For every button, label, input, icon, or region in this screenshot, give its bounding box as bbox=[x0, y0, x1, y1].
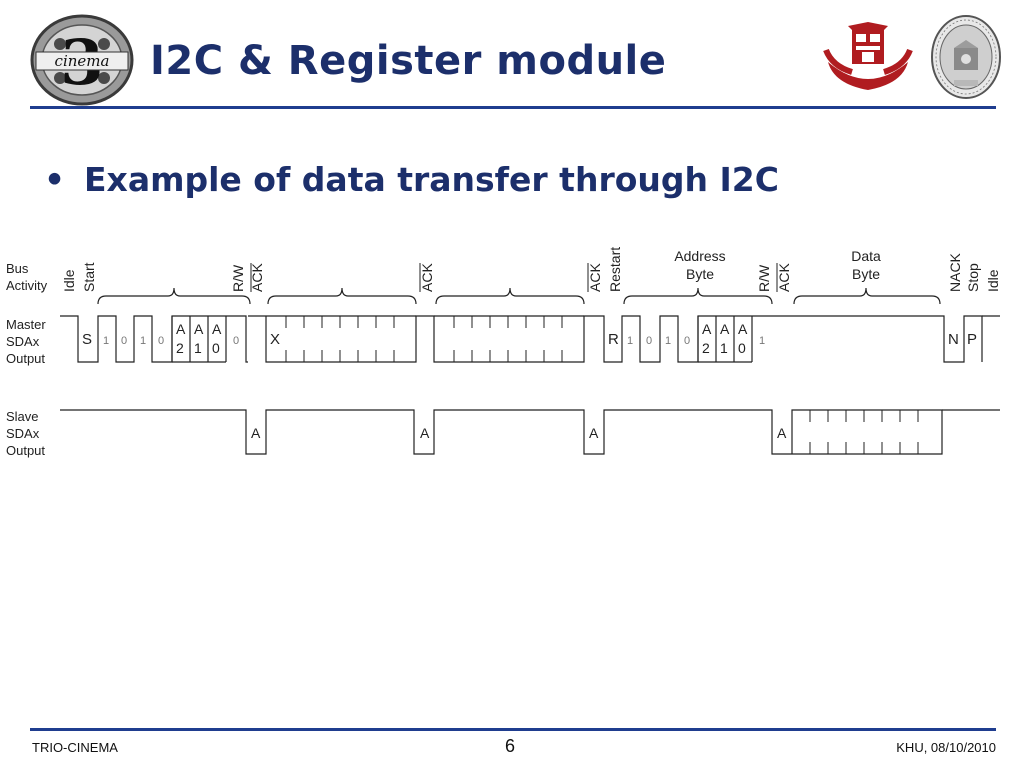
master-addr1-bit-3: 1 bbox=[140, 335, 146, 347]
master-x-bit: X bbox=[270, 331, 280, 348]
bus-ack-label-3: ACK bbox=[587, 263, 603, 292]
bullet-marker: • bbox=[44, 160, 66, 199]
bus-rw-label-2: R/W bbox=[756, 264, 772, 292]
bus-ack-label-4: ACK bbox=[776, 263, 792, 292]
master-restart-bit: R bbox=[608, 331, 619, 348]
slave-ack-4: A bbox=[777, 425, 787, 441]
row-label-master-1: Master bbox=[6, 317, 46, 332]
footer-left: TRIO-CINEMA bbox=[32, 740, 118, 755]
data-byte-label-1: Data bbox=[851, 248, 881, 264]
footer-right: KHU, 08/10/2010 bbox=[896, 740, 996, 755]
i2c-timing-diagram: Bus Activity Master SDAx Output Slave SD… bbox=[6, 247, 1001, 458]
master-addr1-a1-top: A bbox=[194, 321, 204, 337]
row-label-slave-1: Slave bbox=[6, 409, 39, 424]
master-stop-bit: P bbox=[967, 331, 977, 348]
page-title: I2C & Register module bbox=[150, 38, 667, 84]
master-addr1-bit-2: 0 bbox=[121, 335, 127, 347]
row-label-bus-2: Activity bbox=[6, 278, 48, 293]
master-addr1-bit-4: 0 bbox=[158, 335, 164, 347]
master-addr2-a1-top: A bbox=[720, 321, 730, 337]
master-addr2-rw: 1 bbox=[759, 335, 765, 347]
bus-idle-label-end: Idle bbox=[985, 269, 1001, 292]
bus-rw-label-1: R/W bbox=[230, 264, 246, 292]
bus-stop-label: Stop bbox=[965, 263, 981, 292]
master-addr1-a0-top: A bbox=[212, 321, 222, 337]
master-addr2-a2-bot: 2 bbox=[702, 340, 710, 356]
bus-ack-label-1: ACK bbox=[249, 263, 265, 292]
address-byte-label-1: Address bbox=[674, 248, 725, 264]
master-addr2-a0-top: A bbox=[738, 321, 748, 337]
master-addr1-bit-1: 1 bbox=[103, 335, 109, 347]
khu-emblem-logo bbox=[823, 22, 913, 90]
master-addr2-a1-bot: 1 bbox=[720, 340, 728, 356]
row-label-master-2: SDAx bbox=[6, 334, 40, 349]
slave-ack-2: A bbox=[420, 425, 430, 441]
bus-start-label: Start bbox=[81, 262, 97, 292]
master-nack-bit: N bbox=[948, 331, 959, 348]
master-start-bit: S bbox=[82, 331, 92, 348]
page-number: 6 bbox=[505, 736, 516, 756]
master-addr2-bit-2: 0 bbox=[646, 335, 652, 347]
bus-idle-label: Idle bbox=[61, 269, 77, 292]
master-addr1-a2-top: A bbox=[176, 321, 186, 337]
data-byte-label-2: Byte bbox=[852, 266, 880, 282]
master-addr2-a0-bot: 0 bbox=[738, 340, 746, 356]
bus-restart-label: Restart bbox=[607, 247, 623, 292]
bullet-text: Example of data transfer through I2C bbox=[84, 160, 779, 199]
master-addr2-bit-3: 1 bbox=[665, 335, 671, 347]
master-addr2-bit-1: 1 bbox=[627, 335, 633, 347]
slave-ack-1: A bbox=[251, 425, 261, 441]
footer-divider bbox=[30, 728, 996, 731]
master-addr1-a0-bot: 0 bbox=[212, 340, 220, 356]
row-label-bus-1: Bus bbox=[6, 261, 29, 276]
address-byte-label-2: Byte bbox=[686, 266, 714, 282]
master-addr2-a2-top: A bbox=[702, 321, 712, 337]
row-label-master-3: Output bbox=[6, 351, 45, 366]
row-label-slave-3: Output bbox=[6, 443, 45, 458]
master-addr1-a2-bot: 2 bbox=[176, 340, 184, 356]
row-label-slave-2: SDAx bbox=[6, 426, 40, 441]
master-addr2-bit-4: 0 bbox=[684, 335, 690, 347]
master-addr1-a1-bot: 1 bbox=[194, 340, 202, 356]
bus-nack-label: NACK bbox=[947, 252, 963, 292]
trio-cinema-logo: 3 cinema bbox=[30, 14, 134, 106]
slave-ack-3: A bbox=[589, 425, 599, 441]
bus-ack-label-2: ACK bbox=[419, 263, 435, 292]
master-addr1-rw: 0 bbox=[233, 335, 239, 347]
header-divider bbox=[30, 106, 996, 109]
logo-word: cinema bbox=[55, 52, 110, 70]
uc-seal-logo bbox=[931, 15, 1001, 99]
